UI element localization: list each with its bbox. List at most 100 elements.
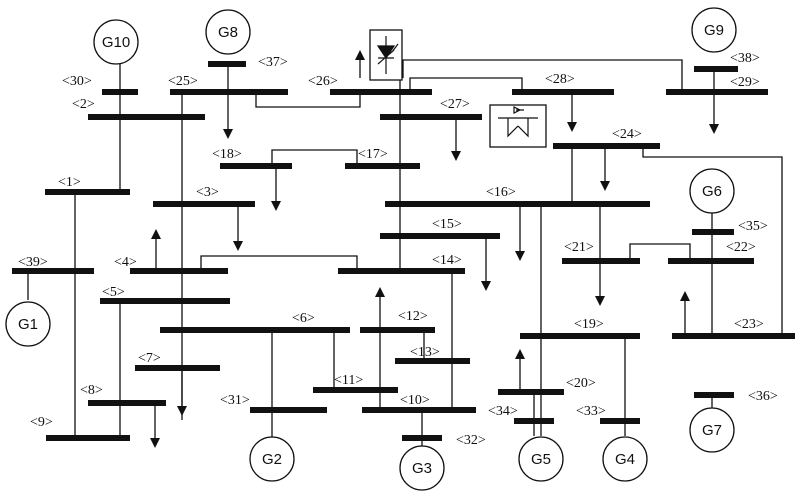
generator-circle-icon xyxy=(689,407,735,453)
generator-circle-icon xyxy=(518,436,564,482)
bus-label-7: <7> xyxy=(138,351,161,366)
bus-label-15: <15> xyxy=(432,217,462,232)
generator-label: G10 xyxy=(102,34,130,51)
bus-bar-33 xyxy=(600,418,640,424)
bus-label-25: <25> xyxy=(168,74,198,89)
bus-label-1: <1> xyxy=(58,175,81,190)
line-segment xyxy=(255,92,361,108)
generator-label: G1 xyxy=(18,316,38,333)
generator-circle-icon xyxy=(5,301,51,347)
bus-label-27: <27> xyxy=(440,97,470,112)
generator-g7: G7 xyxy=(689,407,735,453)
line-segment xyxy=(200,255,358,271)
bus-bar-8 xyxy=(88,400,166,406)
generator-g5: G5 xyxy=(518,436,564,482)
bus-label-8: <8> xyxy=(80,383,103,398)
bus-bar-13 xyxy=(395,358,470,364)
bus-bar-28 xyxy=(512,89,614,95)
line-segment xyxy=(409,77,523,92)
generator-g2: G2 xyxy=(249,436,295,482)
bus-label-12: <12> xyxy=(398,309,428,324)
bus-bar-12 xyxy=(360,327,435,333)
generator-label: G3 xyxy=(412,460,432,477)
bus-bar-11 xyxy=(313,387,398,393)
bus-label-13: <13> xyxy=(410,345,440,360)
bus-label-37: <37> xyxy=(258,55,288,70)
bus-label-23: <23> xyxy=(734,317,764,332)
bus-bar-36 xyxy=(694,392,734,398)
bus-label-31: <31> xyxy=(220,393,250,408)
bus-label-14: <14> xyxy=(432,253,462,268)
generator-label: G4 xyxy=(615,451,635,468)
generator-label: G6 xyxy=(702,183,722,200)
line-segment xyxy=(402,59,683,92)
bus-label-2: <2> xyxy=(72,97,95,112)
bus-bar-27 xyxy=(380,114,482,120)
generator-g6: G6 xyxy=(689,168,735,214)
generator-label: G5 xyxy=(531,451,551,468)
bus-bar-4 xyxy=(130,268,228,274)
generator-label: G8 xyxy=(218,24,238,41)
bus-label-33: <33> xyxy=(576,404,606,419)
bus-bar-3 xyxy=(153,201,255,207)
bus-bar-29 xyxy=(666,89,768,95)
line-segment xyxy=(642,146,783,336)
bus-bar-21 xyxy=(562,258,640,264)
generator-circle-icon xyxy=(93,19,139,65)
bus-bar-18 xyxy=(220,163,292,169)
bus-bar-25 xyxy=(170,89,288,95)
generator-g1: G1 xyxy=(5,301,51,347)
line-segment xyxy=(271,149,358,166)
bus-label-3: <3> xyxy=(196,185,219,200)
bus-bar-24 xyxy=(553,143,660,149)
bus-label-28: <28> xyxy=(545,72,575,87)
bus-label-20: <20> xyxy=(566,376,596,391)
bus-bar-32 xyxy=(402,435,442,441)
bus-bar-6 xyxy=(160,327,350,333)
bus-label-6: <6> xyxy=(292,311,315,326)
bus-bar-1 xyxy=(45,189,130,195)
bus-label-26: <26> xyxy=(308,74,338,89)
bus-bar-30 xyxy=(102,89,138,95)
bus-bar-10 xyxy=(362,407,476,413)
bus-bar-9 xyxy=(46,435,130,441)
generator-label: G2 xyxy=(262,451,282,468)
generator-circle-icon xyxy=(205,9,251,55)
bus-bar-34 xyxy=(514,418,554,424)
bus-label-22: <22> xyxy=(726,240,756,255)
bus-bar-26 xyxy=(330,89,432,95)
bus-bar-2 xyxy=(88,114,205,120)
bus-bar-16 xyxy=(385,201,650,207)
bus-label-19: <19> xyxy=(574,317,604,332)
bus-label-30: <30> xyxy=(62,74,92,89)
generator-circle-icon xyxy=(691,7,737,53)
bus-label-4: <4> xyxy=(114,255,137,270)
generator-circle-icon xyxy=(399,445,445,491)
bus-label-38: <38> xyxy=(730,51,760,66)
bus-bar-22 xyxy=(668,258,754,264)
generator-circle-icon xyxy=(249,436,295,482)
generator-g3: G3 xyxy=(399,445,445,491)
bus-label-39: <39> xyxy=(18,255,48,270)
generator-circle-icon xyxy=(602,436,648,482)
bus-label-36: <36> xyxy=(748,389,778,404)
bus-label-32: <32> xyxy=(456,433,486,448)
generator-g9: G9 xyxy=(691,7,737,53)
bus-label-18: <18> xyxy=(212,147,242,162)
generator-circle-icon xyxy=(689,168,735,214)
bus-bar-37 xyxy=(208,61,246,67)
bus-bar-38 xyxy=(694,66,738,72)
generator-g10: G10 xyxy=(93,19,139,65)
bus-label-10: <10> xyxy=(400,393,430,408)
bus-bar-17 xyxy=(345,163,420,169)
bus-label-9: <9> xyxy=(30,415,53,430)
bus-bar-14 xyxy=(338,268,465,274)
thyristor-controlled-device-icon xyxy=(369,29,403,81)
bus-label-16: <16> xyxy=(486,185,516,200)
generator-g4: G4 xyxy=(602,436,648,482)
generator-label: G9 xyxy=(704,22,724,39)
bus-label-24: <24> xyxy=(612,127,642,142)
bus-label-29: <29> xyxy=(730,75,760,90)
